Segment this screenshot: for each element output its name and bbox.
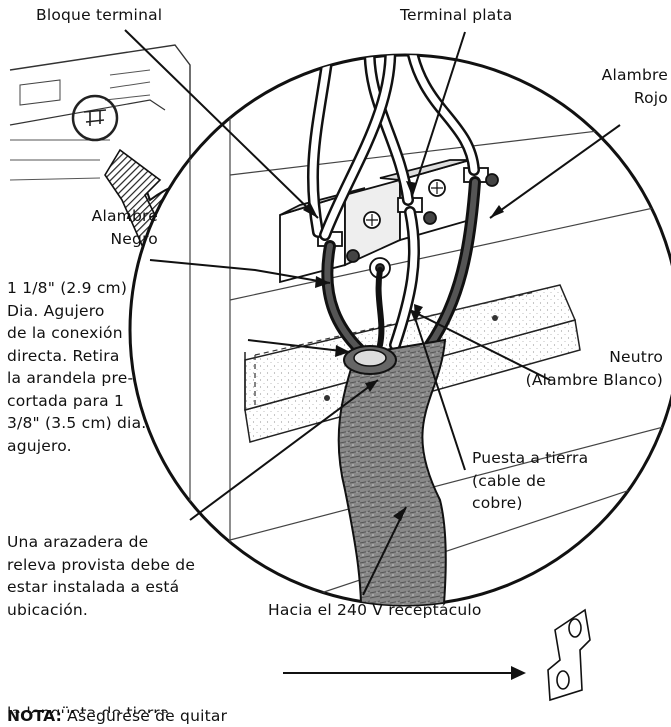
label-terminal-block: Bloque terminal: [36, 6, 163, 24]
label-black-wire: Alambre Negro: [91, 207, 158, 248]
label-red-wire: Alambre Rojo: [601, 66, 668, 107]
ground-strap-icon: [547, 608, 591, 702]
label-receptacle: Hacia el 240 V receptáculo: [268, 601, 482, 619]
note-cut-line: la lengüeta de tierra: [7, 704, 170, 713]
power-cord: [337, 338, 447, 605]
inset-view: [9, 44, 191, 200]
leader-lines: [124, 29, 621, 674]
label-neutral: Neutro (Alambre Blanco): [525, 348, 663, 389]
wires: [306, 55, 481, 356]
label-strain-relief: Una arazadera de releva provista debe de…: [7, 533, 196, 619]
arrowheads: [303, 181, 526, 680]
label-silver-terminal: Terminal plata: [400, 6, 513, 24]
label-ground: Puesta a tierra (cable de cobre): [472, 449, 589, 512]
label-hole-size: 1 1/8" (2.9 cm) Dia. Agujero de la conex…: [7, 279, 147, 455]
